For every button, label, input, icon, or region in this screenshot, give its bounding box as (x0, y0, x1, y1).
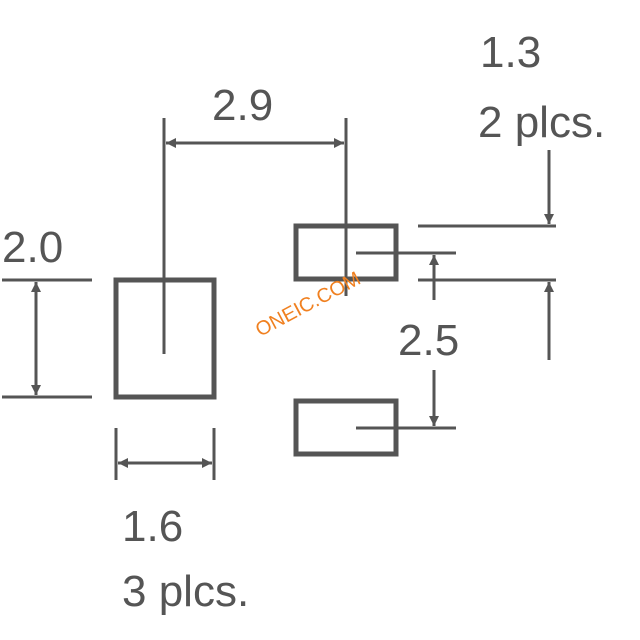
small-pad-gap-label: 2.5 (398, 316, 460, 365)
pad-width-label: 1.6 (122, 502, 184, 551)
pad-pitch-label: 2.9 (212, 81, 274, 130)
large-pad-height-label: 2.0 (2, 223, 64, 272)
small-pad-size-label: 1.3 (480, 28, 542, 77)
small-pad-qty-label: 2 plcs. (478, 98, 606, 147)
pad-width-qty-label: 3 plcs. (122, 567, 250, 616)
